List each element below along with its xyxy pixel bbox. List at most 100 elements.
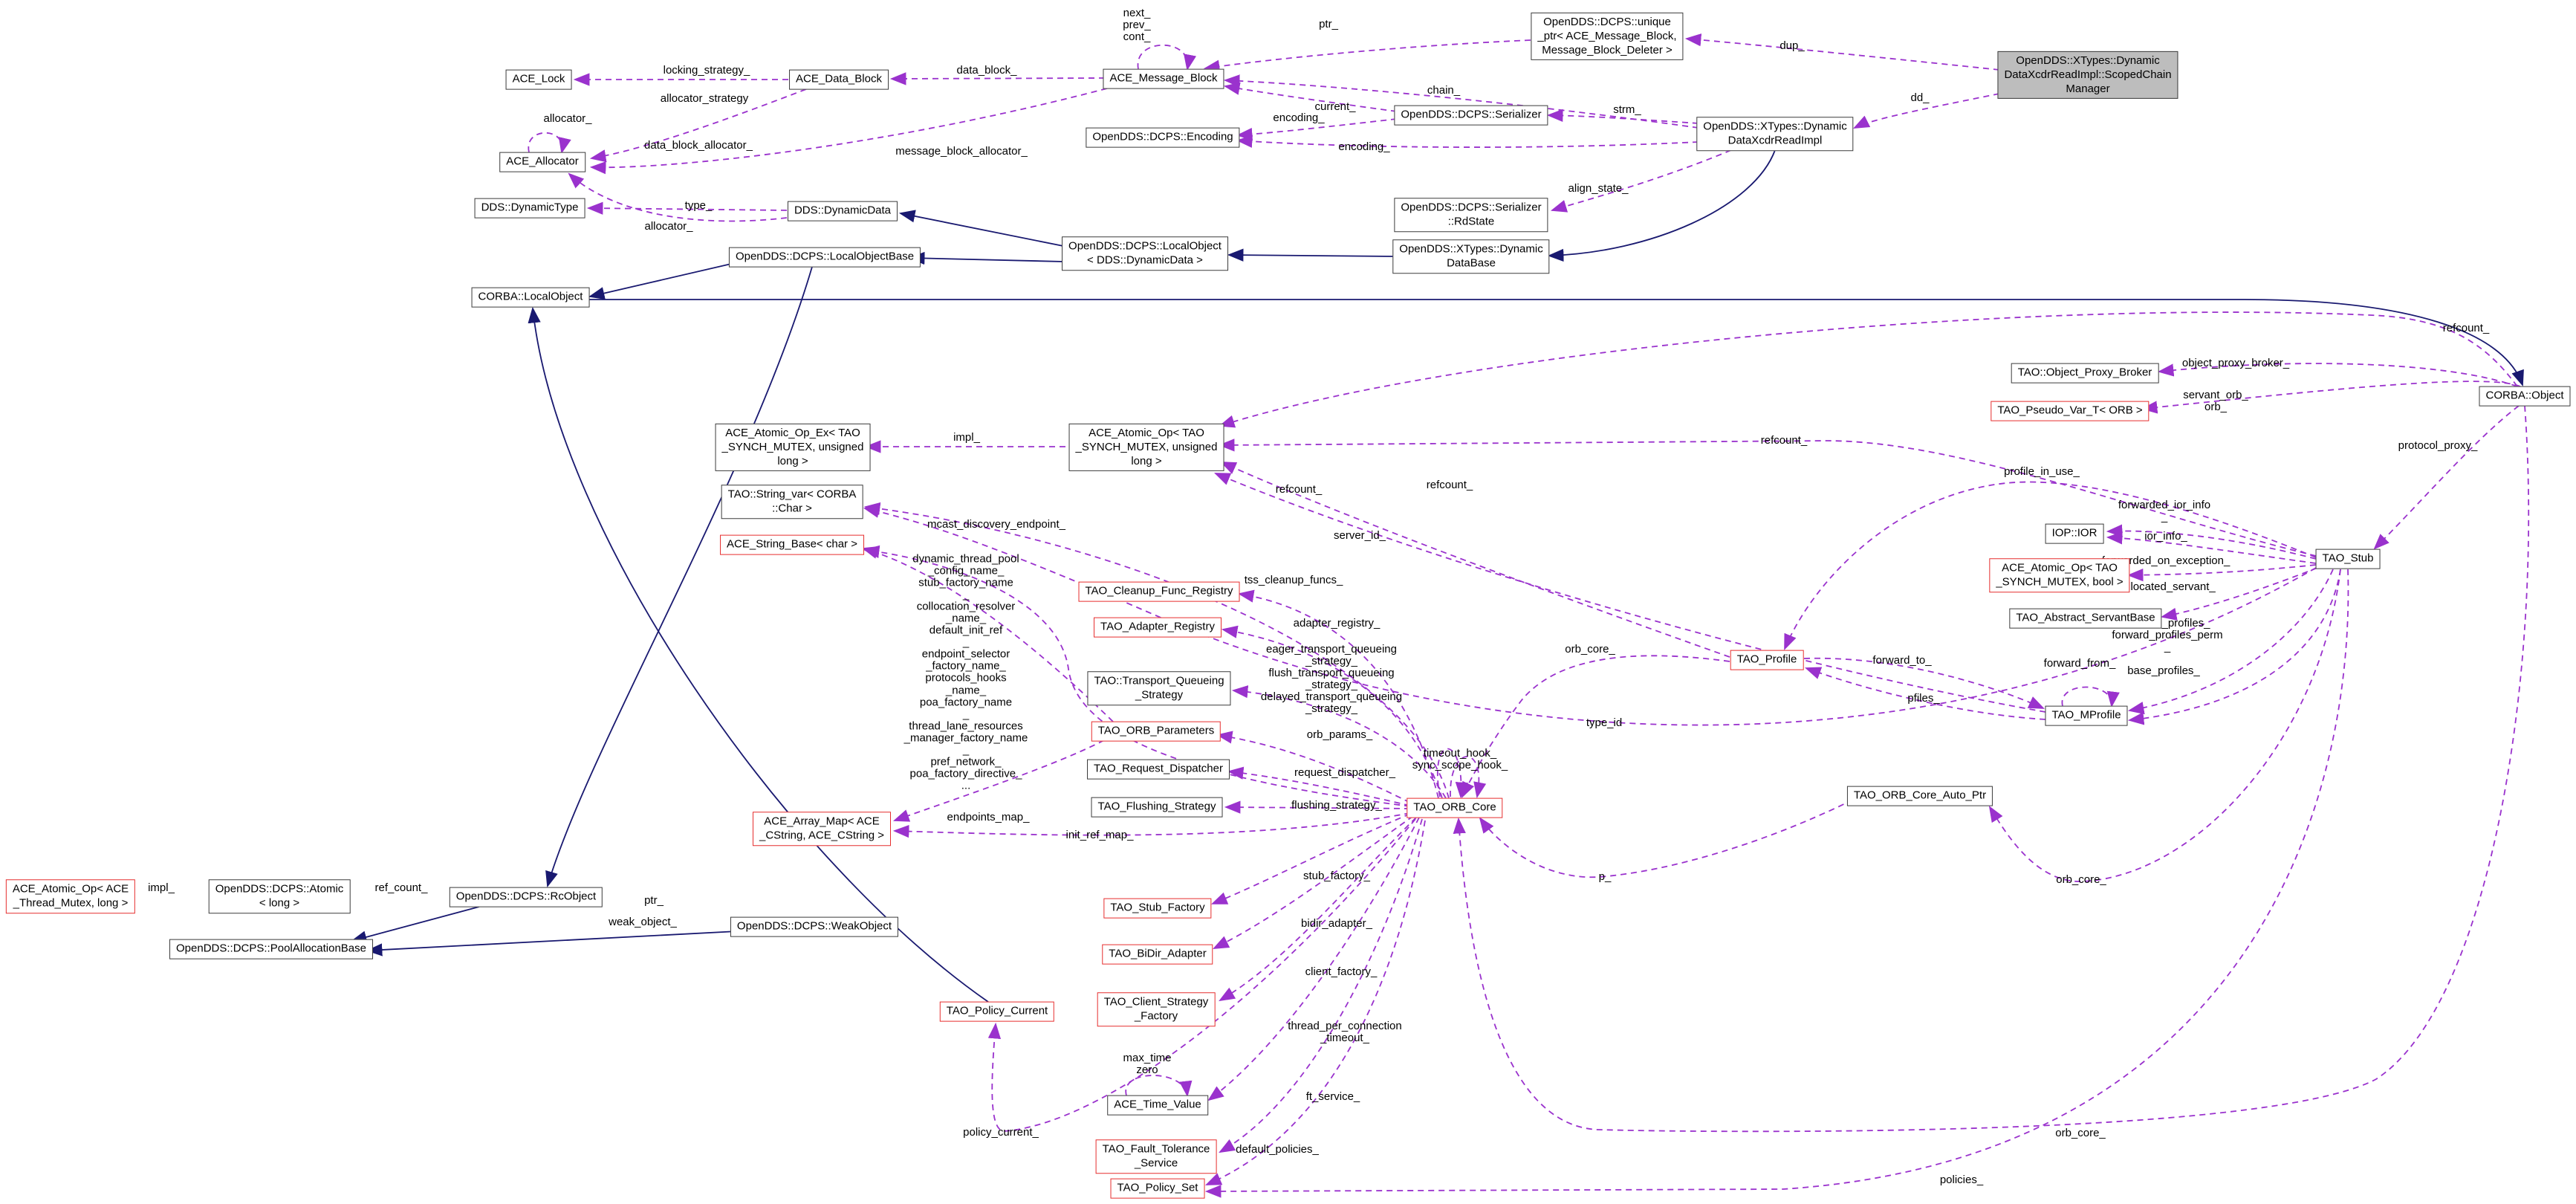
node-transport_queueing_strategy[interactable]: TAO::Transport_Queueing _Strategy [1087, 671, 1231, 705]
node-serializer[interactable]: OpenDDS::DCPS::Serializer [1394, 105, 1548, 126]
node-client_strategy_factory[interactable]: TAO_Client_Strategy _Factory [1097, 992, 1216, 1026]
edge-serializer-to-ace_message_block [1223, 82, 1398, 112]
node-atomic_op_ul[interactable]: ACE_Atomic_Op< TAO _SYNCH_MUTEX, unsigne… [1068, 423, 1224, 472]
node-iop_ior[interactable]: IOP::IOR [2045, 523, 2104, 544]
edge-label: base_profiles_ [2127, 664, 2200, 677]
edge-label: dup_ [1779, 39, 1805, 52]
edge-orb_core-to-array_map [892, 812, 1411, 838]
node-ace_time_value[interactable]: ACE_Time_Value [1107, 1095, 1208, 1116]
node-dyn_xcdr_read_impl[interactable]: OpenDDS::XTypes::Dynamic DataXcdrReadImp… [1696, 117, 1854, 151]
node-ace_lock[interactable]: ACE_Lock [505, 69, 572, 90]
edge-ace_message_block-to-ace_message_block [1137, 44, 1197, 71]
node-ace_data_block[interactable]: ACE_Data_Block [789, 69, 889, 90]
node-atomic_op_ex_ul[interactable]: ACE_Atomic_Op_Ex< TAO _SYNCH_MUTEX, unsi… [715, 423, 871, 472]
edge-label: align_state_ [1568, 181, 1629, 195]
node-dds_dynamic_type[interactable]: DDS::DynamicType [474, 198, 585, 219]
edge-label: orb_core_ [2056, 873, 2106, 886]
node-array_map[interactable]: ACE_Array_Map< ACE _CString, ACE_CString… [753, 812, 891, 846]
edge-orb_core-to-stub_factory [1210, 813, 1411, 904]
edge-scoped_chain_manager-to-unique_ptr [1684, 33, 2000, 71]
edge-label: refcount_ [2442, 321, 2490, 334]
edge-corba_object-to-tao_stub [2373, 405, 2520, 550]
node-object_proxy_broker[interactable]: TAO::Object_Proxy_Broker [2011, 363, 2159, 383]
node-encoding[interactable]: OpenDDS::DCPS::Encoding [1086, 127, 1240, 148]
node-dcps_atomic_long[interactable]: OpenDDS::DCPS::Atomic < long > [208, 879, 351, 913]
edge-label: adapter_registry_ [1293, 616, 1381, 629]
node-adapter_registry[interactable]: TAO_Adapter_Registry [1094, 617, 1222, 638]
edge-label: endpoints_map_ [947, 810, 1030, 823]
node-orb_core[interactable]: TAO_ORB_Core [1407, 797, 1503, 818]
edge-orb_core-to-client_strategy_factory [1219, 817, 1417, 1002]
edge-dds_dynamic_data-to-ace_allocator [568, 172, 788, 222]
node-stub_factory[interactable]: TAO_Stub_Factory [1103, 898, 1212, 919]
edge-local_object_base-to-rc_object [545, 266, 813, 888]
node-policy_set[interactable]: TAO_Policy_Set [1110, 1178, 1205, 1199]
node-dynamic_data_base[interactable]: OpenDDS::XTypes::Dynamic DataBase [1392, 239, 1550, 274]
edge-orb_core-to-cleanup_func_registry [1237, 589, 1439, 799]
node-local_object_base[interactable]: OpenDDS::DCPS::LocalObjectBase [728, 247, 921, 268]
edge-label: max_time zero [1123, 1051, 1172, 1076]
node-string_var[interactable]: TAO::String_var< CORBA ::Char > [721, 485, 863, 519]
edge-orb_core-to-policy_current [987, 818, 1416, 1132]
node-orb_core_auto_ptr[interactable]: TAO_ORB_Core_Auto_Ptr [1846, 786, 1993, 806]
edge-label: data_block_allocator_ [644, 138, 753, 152]
node-bidir_adapter[interactable]: TAO_BiDir_Adapter [1102, 944, 1213, 965]
node-cleanup_func_registry[interactable]: TAO_Cleanup_Func_Registry [1078, 581, 1240, 602]
edge-label: server_id_ [1333, 528, 1386, 542]
node-ace_string_base[interactable]: ACE_String_Base< char > [720, 534, 864, 555]
node-tao_mprofile[interactable]: TAO_MProfile [2045, 705, 2128, 726]
edge-label: orb_core_ [2055, 1126, 2106, 1139]
edge-orb_parameters-to-array_map [892, 739, 1105, 822]
node-tao_stub[interactable]: TAO_Stub [2315, 548, 2381, 569]
node-local_object_dynamic_data[interactable]: OpenDDS::DCPS::LocalObject < DDS::Dynami… [1062, 236, 1228, 271]
node-ace_allocator[interactable]: ACE_Allocator [499, 152, 585, 172]
edge-tao_stub-to-atomic_op_bool [2126, 564, 2317, 582]
node-ace_message_block[interactable]: ACE_Message_Block [1103, 68, 1224, 89]
edge-label: type_ [684, 198, 713, 212]
edge-tao_mprofile-to-atomic_op_ul [1214, 473, 2046, 713]
node-atomic_op_bool[interactable]: ACE_Atomic_Op< TAO _SYNCH_MUTEX, bool > [1989, 558, 2130, 592]
edge-label: impl_ [148, 881, 175, 894]
node-fault_tolerance_service[interactable]: TAO_Fault_Tolerance _Service [1095, 1139, 1217, 1174]
node-abstract_servant_base[interactable]: TAO_Abstract_ServantBase [2009, 608, 2162, 629]
node-pool_allocation_base[interactable]: OpenDDS::DCPS::PoolAllocationBase [169, 939, 373, 959]
edge-ace_time_value-to-ace_time_value [1125, 1075, 1193, 1098]
node-tao_profile[interactable]: TAO_Profile [1730, 650, 1804, 670]
edge-corba_object-to-object_proxy_broker [2157, 363, 2518, 387]
node-rc_object[interactable]: OpenDDS::DCPS::RcObject [449, 887, 603, 907]
node-atomic_op_thread_long[interactable]: ACE_Atomic_Op< ACE _Thread_Mutex, long > [5, 879, 136, 913]
edge-label: refcount_ [1426, 478, 1473, 491]
edge-label: allocator_ [543, 111, 592, 125]
node-corba_object[interactable]: CORBA::Object [2479, 386, 2571, 407]
edge-tao_stub-to-policy_set [1204, 569, 2349, 1198]
node-dds_dynamic_data[interactable]: DDS::DynamicData [787, 201, 898, 221]
edge-label: dynamic_thread_pool _config_name_ stub_f… [903, 552, 1028, 792]
edge-orb_core_auto_ptr-to-orb_core [1479, 799, 1854, 878]
node-unique_ptr[interactable]: OpenDDS::DCPS::unique _ptr< ACE_Message_… [1531, 12, 1684, 61]
node-orb_parameters[interactable]: TAO_ORB_Parameters [1091, 721, 1222, 742]
edge-label: flushing_strategy_ [1291, 798, 1382, 812]
edge-orb_core-to-ace_string_base [863, 545, 1411, 807]
edge-tao_stub-to-tao_mprofile [2127, 569, 2341, 725]
edge-label: orb_core_ [1565, 642, 1615, 656]
edge-label: message_block_allocator_ [895, 144, 1028, 158]
edge-tao_profile-to-atomic_op_ul [1220, 462, 1730, 658]
node-corba_local_object[interactable]: CORBA::LocalObject [471, 287, 590, 308]
node-request_dispatcher[interactable]: TAO_Request_Dispatcher [1087, 759, 1230, 780]
edge-orb_core-to-orb_core [1450, 756, 1487, 799]
edge-orb_core-to-orb_core [1436, 748, 1468, 799]
edge-label: allocator_ [644, 219, 693, 233]
node-flushing_strategy[interactable]: TAO_Flushing_Strategy [1091, 797, 1223, 818]
edge-label: allocator_strategy [660, 91, 749, 105]
node-pseudo_var_orb[interactable]: TAO_Pseudo_Var_T< ORB > [1991, 401, 2150, 421]
edge-label: init_ref_map_ [1065, 828, 1134, 841]
node-policy_current[interactable]: TAO_Policy_Current [939, 1001, 1055, 1022]
edge-rc_object-to-pool_allocation_base [350, 906, 480, 944]
edge-label: tss_cleanup_funcs_ [1244, 573, 1343, 586]
edge-dyn_xcdr_read_impl-to-encoding [1236, 135, 1699, 148]
node-serializer_rdstate[interactable]: OpenDDS::DCPS::Serializer ::RdState [1394, 198, 1548, 232]
edge-dyn_xcdr_read_impl-to-ace_message_block [1223, 74, 1699, 129]
node-weak_object[interactable]: OpenDDS::DCPS::WeakObject [730, 916, 899, 937]
edge-orb_core-to-policy_set [1205, 820, 1426, 1185]
